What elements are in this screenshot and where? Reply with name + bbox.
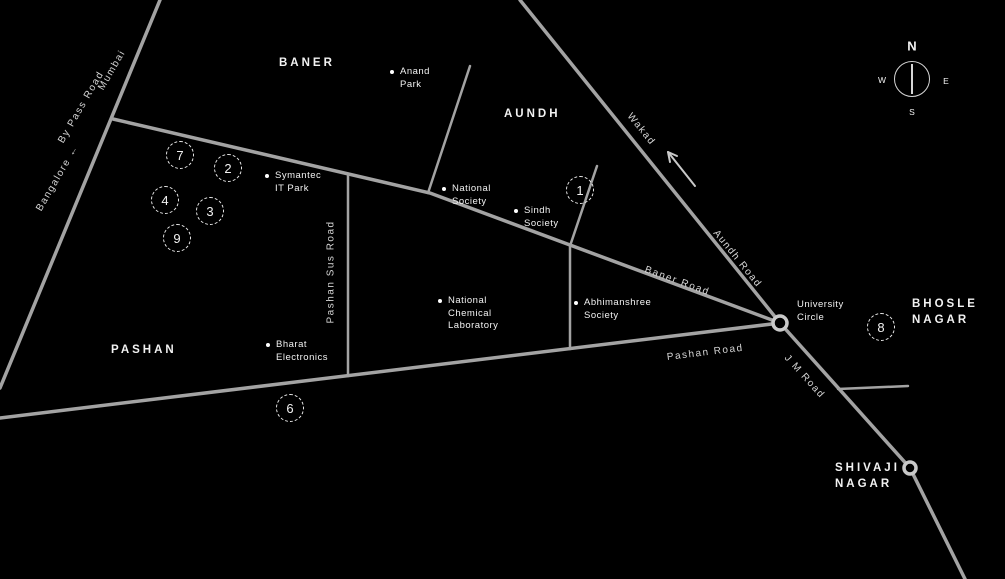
poi-label: Sindh Society — [524, 205, 559, 229]
road-jm-road — [778, 321, 967, 579]
poi-bullet-icon — [265, 174, 269, 178]
marker-number: 3 — [206, 203, 214, 219]
marker-number: 7 — [176, 147, 184, 163]
road-baner-aundh-divider — [426, 64, 472, 195]
area-label-aundh: AUNDH — [504, 108, 561, 120]
marker-7: 7 — [166, 141, 194, 169]
poi-label: National Chemical Laboratory — [448, 295, 499, 331]
poi-bullet-icon — [438, 299, 442, 303]
marker-number: 1 — [576, 182, 584, 198]
road-bhosle-spur — [836, 384, 910, 391]
poi-bullet-icon — [574, 301, 578, 305]
poi-symantec-it-park: Symantec IT Park — [265, 170, 321, 195]
university-circle-node — [771, 314, 789, 332]
area-label-pashan: PASHAN — [111, 344, 177, 356]
area-label-baner: BANER — [279, 57, 335, 69]
poi-bharat-electronics: Bharat Electronics — [266, 339, 328, 364]
road-pashan-road — [0, 321, 782, 420]
area-label-shivaji-nagar: SHIVAJI NAGAR — [835, 462, 900, 490]
poi-abhimanshree-society: Abhimanshree Society — [574, 297, 651, 322]
marker-1: 1 — [566, 176, 594, 204]
marker-number: 2 — [224, 160, 232, 176]
marker-2: 2 — [214, 154, 242, 182]
compass-rose: N W E S — [868, 30, 960, 126]
poi-anand-park: Anand Park — [390, 66, 430, 91]
poi-national-society: National Society — [442, 183, 491, 208]
marker-number: 4 — [161, 192, 169, 208]
marker-number: 8 — [877, 319, 885, 335]
poi-sindh-society: Sindh Society — [514, 205, 559, 230]
area-label-bhosle-nagar: BHOSLE NAGAR — [912, 298, 978, 326]
poi-bullet-icon — [390, 70, 394, 74]
marker-3: 3 — [196, 197, 224, 225]
poi-label: Anand Park — [400, 66, 430, 90]
poi-label: Abhimanshree Society — [584, 297, 652, 321]
compass-east-label: E — [943, 76, 949, 86]
poi-label: Symantec IT Park — [275, 170, 322, 194]
poi-bullet-icon — [266, 343, 270, 347]
compass-north-label: N — [907, 38, 917, 54]
road-bypass — [0, 0, 162, 390]
compass-needle-icon — [911, 64, 913, 94]
poi-university-circle: University Circle — [797, 299, 844, 324]
shivaji-nagar-node — [902, 460, 918, 476]
marker-number: 6 — [286, 400, 294, 416]
marker-4: 4 — [151, 186, 179, 214]
marker-8: 8 — [867, 313, 895, 341]
poi-bullet-icon — [514, 209, 518, 213]
road-baner-road — [111, 117, 782, 325]
poi-label: Bharat Electronics — [276, 339, 328, 363]
road-aundh-road — [518, 0, 782, 325]
poi-national-chemical-laboratory: National Chemical Laboratory — [438, 295, 498, 333]
poi-label: National Society — [452, 183, 491, 207]
poi-label: University Circle — [797, 299, 844, 323]
road-label-pashan-sus-road: Pashan Sus Road — [325, 220, 337, 324]
compass-circle-icon — [894, 61, 930, 97]
marker-9: 9 — [163, 224, 191, 252]
poi-bullet-icon — [442, 187, 446, 191]
wakad-direction-arrow — [667, 151, 696, 187]
compass-south-label: S — [909, 107, 915, 117]
marker-6: 6 — [276, 394, 304, 422]
compass-west-label: W — [877, 75, 887, 85]
marker-number: 9 — [173, 230, 181, 246]
